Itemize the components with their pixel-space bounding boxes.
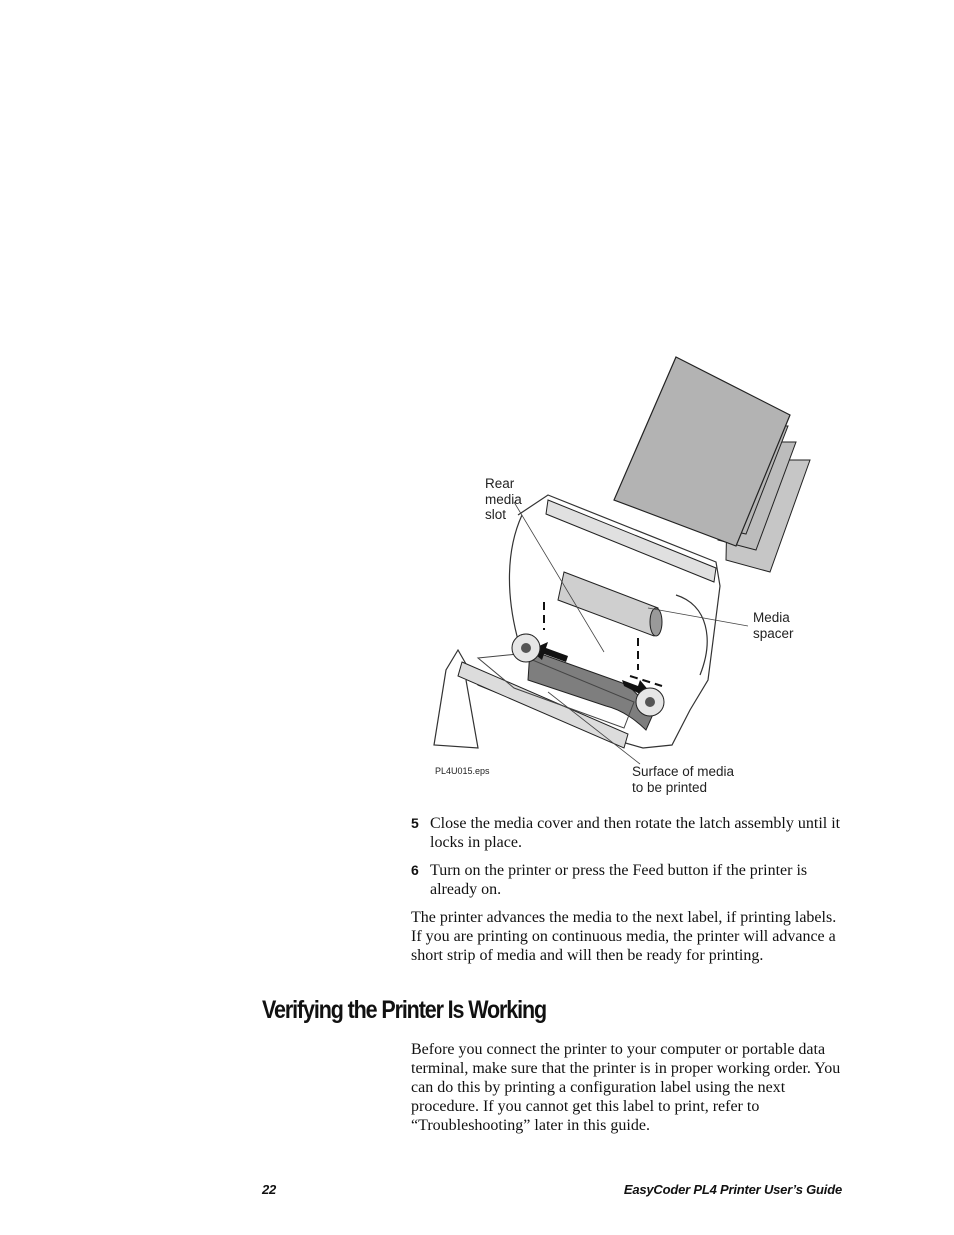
right-roll-hub bbox=[645, 697, 655, 707]
figure-file-id: PL4U015.eps bbox=[435, 766, 490, 776]
media-guide-brackets bbox=[543, 602, 663, 687]
printer-body-outline bbox=[433, 494, 721, 749]
leader-media-spacer bbox=[647, 607, 749, 627]
fanfold-sheet-front bbox=[613, 356, 791, 547]
step-text: Turn on the printer or press the Feed bu… bbox=[430, 862, 808, 898]
printer-media-loading-figure: Rear media slot Media spacer Surface of … bbox=[418, 350, 818, 800]
media-spacer-roller bbox=[557, 571, 659, 637]
roller-end bbox=[649, 607, 663, 637]
page-number: 22 bbox=[262, 1182, 277, 1197]
leader-rear-slot bbox=[513, 501, 605, 653]
left-roll-hub bbox=[521, 643, 531, 653]
callout-surface-of-media: Surface of media to be printed bbox=[632, 764, 735, 795]
section-paragraph: Before you connect the printer to your c… bbox=[411, 1041, 841, 1134]
printer-illustration bbox=[433, 356, 811, 765]
tear-bar bbox=[457, 661, 629, 749]
callout-rear-media-slot: Rear media slot bbox=[485, 476, 522, 522]
step-6: 6 Turn on the printer or press the Feed … bbox=[411, 861, 841, 899]
step-5: 5 Close the media cover and then rotate … bbox=[411, 814, 841, 852]
platen-outline bbox=[476, 653, 635, 729]
guide-title: EasyCoder PL4 Printer User’s Guide bbox=[623, 1182, 842, 1197]
step-number: 5 bbox=[411, 815, 419, 831]
top-rail bbox=[545, 499, 717, 583]
right-wall-curve bbox=[675, 594, 708, 676]
side-wall-curve bbox=[508, 514, 523, 641]
step-number: 6 bbox=[411, 862, 419, 878]
leader-surface bbox=[547, 691, 641, 765]
callout-media-spacer: Media spacer bbox=[753, 610, 794, 641]
section-heading: Verifying the Printer Is Working bbox=[262, 996, 547, 1024]
body-paragraph: The printer advances the media to the ne… bbox=[411, 909, 837, 964]
step-text: Close the media cover and then rotate th… bbox=[430, 815, 841, 851]
